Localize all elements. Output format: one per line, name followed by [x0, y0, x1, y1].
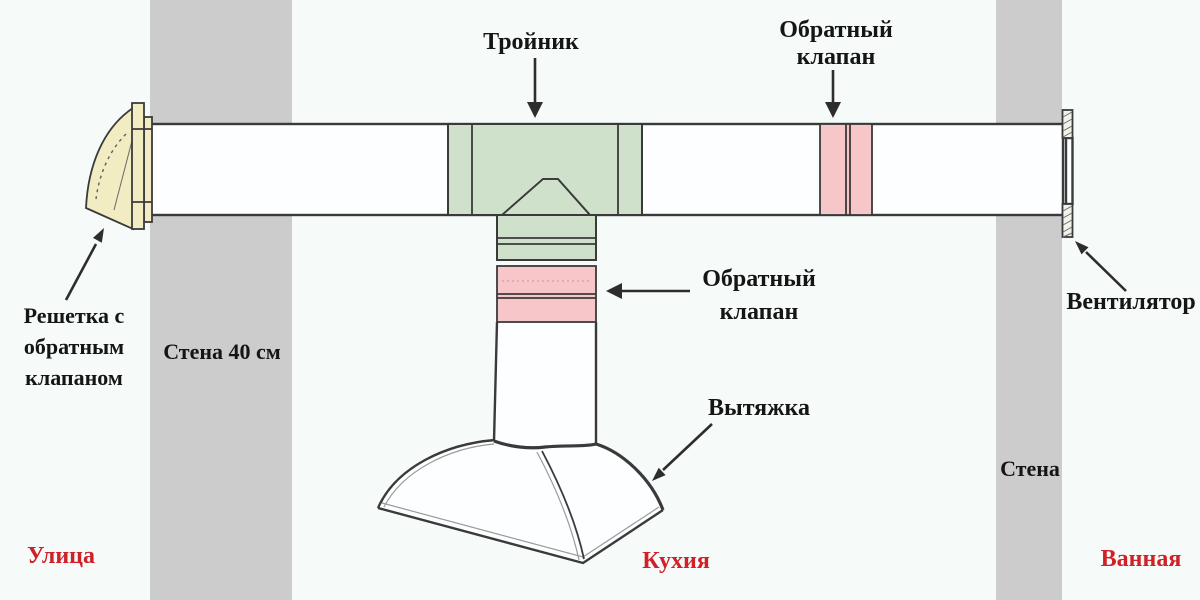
grille-visor-dashed-line [95, 133, 127, 200]
check-valve-top-label-line2: клапан [797, 44, 876, 70]
grille-label-line1: Решетка с [24, 303, 125, 328]
check-valve-horizontal [819, 123, 873, 216]
arrow-to-tee-head [527, 102, 543, 118]
arrow-to-grille-head [93, 228, 104, 243]
vertical-duct-left-edge [492, 321, 499, 442]
hood-left-curve-inner [383, 443, 495, 508]
vertical-duct [492, 320, 598, 444]
wall-left-label: Стена 40 см [163, 339, 281, 364]
wall-right [996, 0, 1062, 600]
leader-arrows [64, 58, 1127, 481]
check-valve-vertical [496, 265, 597, 323]
grille-label-line2: обратным [24, 334, 124, 359]
grille-visor [85, 106, 134, 231]
check-valve-mid-label-line2: клапан [720, 299, 799, 325]
tee-label: Тройник [483, 29, 579, 55]
grille-front-plate [131, 102, 145, 230]
hood-front-seam [541, 450, 585, 560]
arrow-to-hood [662, 423, 713, 471]
labels: Тройник Обратный клапан Обратный клапан … [24, 17, 1196, 574]
room-kitchen-label: Кухия [642, 548, 710, 574]
hood-left-curve [376, 438, 496, 509]
fan-label: Вентилятор [1066, 289, 1195, 315]
fan-hatching [1062, 111, 1073, 238]
hood-neck-line [493, 439, 597, 450]
grille-visor-slat-line [113, 132, 135, 211]
hood-body [378, 440, 663, 563]
room-bathroom-label: Ванная [1101, 546, 1182, 572]
arrow-to-fan [1085, 251, 1127, 292]
check-valve-mid-label-line1: Обратный [702, 266, 816, 292]
arrow-to-grille [64, 243, 98, 301]
room-street-label: Улица [27, 543, 95, 569]
arrow-to-check-valve-top-head [825, 102, 841, 118]
grille-back-plate [143, 116, 153, 223]
kitchen-hood [376, 438, 665, 565]
fan-middle-plate [1064, 136, 1074, 206]
grille-label-line3: клапаном [25, 365, 123, 390]
tee-branch-outline-top [501, 178, 591, 216]
tee-body [447, 123, 643, 216]
arrow-to-fan-head [1075, 241, 1089, 255]
outside-grille [85, 102, 153, 231]
fan-top-bracket [1061, 109, 1074, 139]
tee-fitting [447, 123, 643, 261]
wall-left [150, 0, 292, 600]
vertical-duct-body [496, 320, 596, 442]
hood-bottom-rim [377, 506, 664, 565]
fan-bottom-bracket [1061, 203, 1074, 238]
exhaust-fan [1061, 109, 1074, 238]
wall-right-label: Стена [1000, 456, 1060, 481]
hood-label: Вытяжка [708, 395, 810, 421]
arrow-to-hood-head [652, 467, 666, 481]
hood-right-curve [595, 442, 665, 511]
check-valve-top-label-line1: Обратный [779, 17, 893, 43]
arrow-to-check-valve-mid-head [606, 283, 622, 299]
hood-front-seam-inner [536, 451, 580, 561]
